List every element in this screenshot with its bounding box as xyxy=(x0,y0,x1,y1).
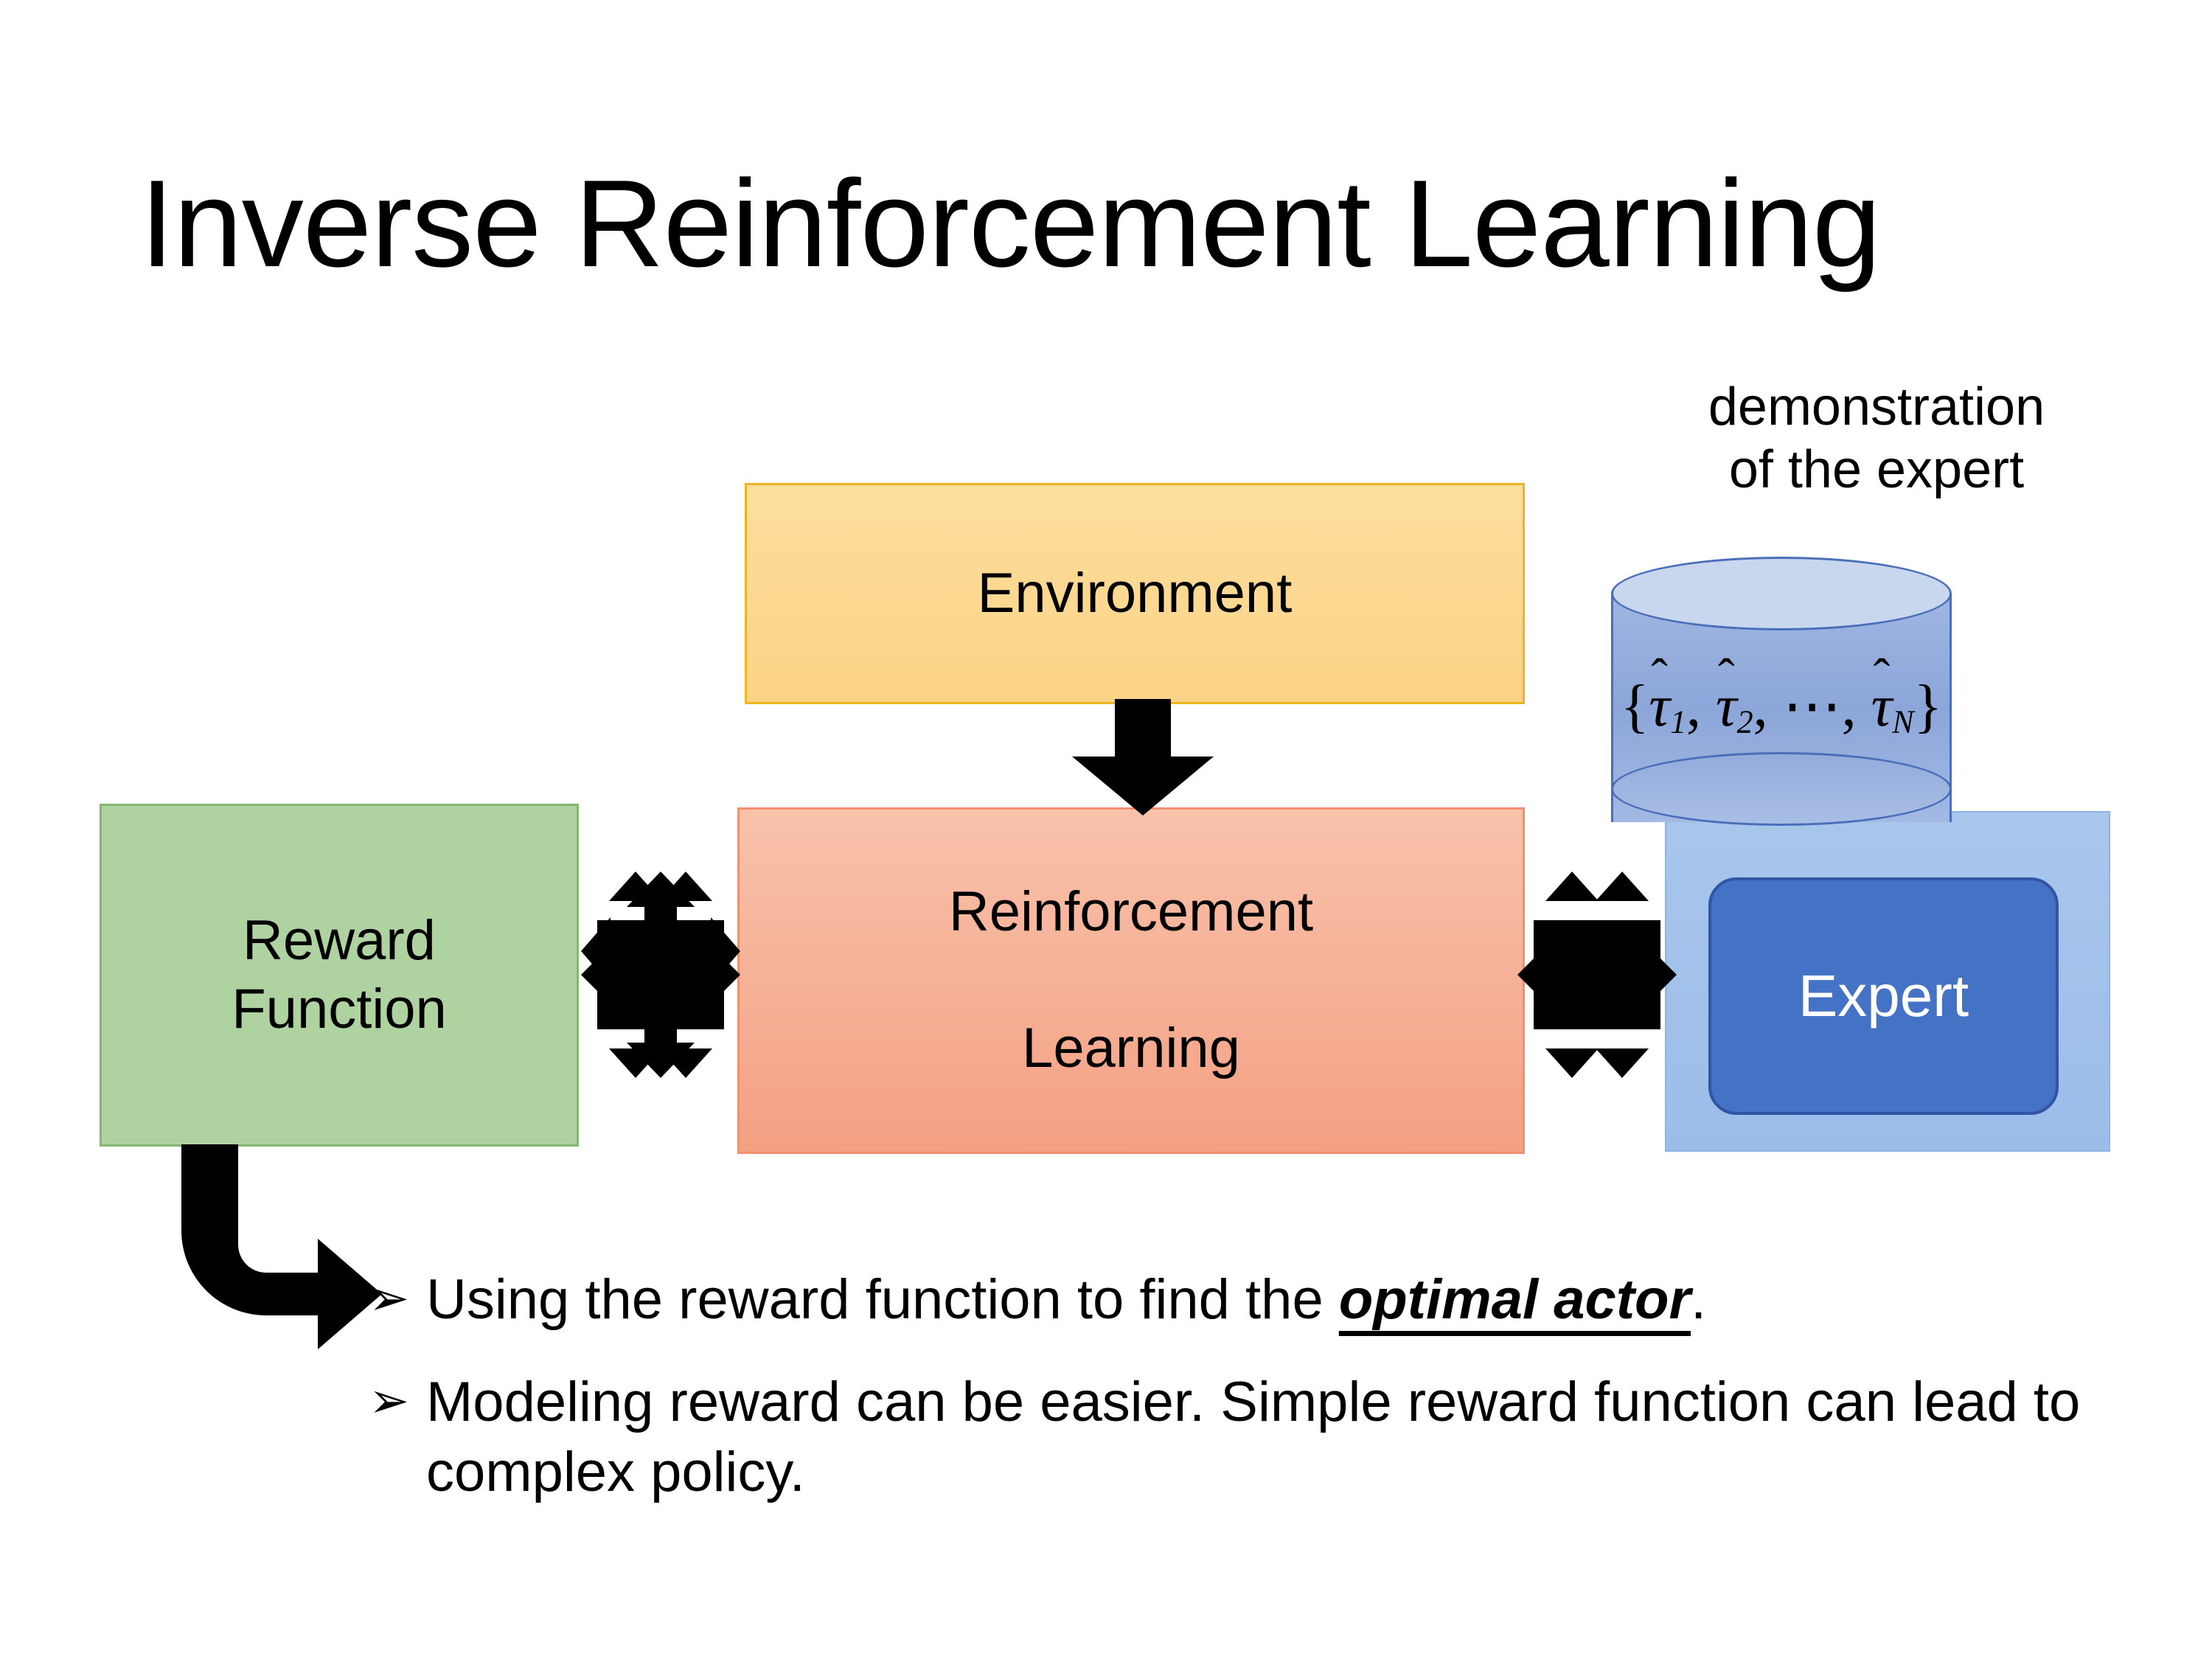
bullet-list: ➢ Using the reward function to find the … xyxy=(369,1265,2138,1540)
env-to-rl-down-arrow-icon xyxy=(1072,699,1214,815)
demonstration-caption-line1: demonstration xyxy=(1708,378,2045,437)
comma-1: , xyxy=(1686,674,1701,739)
reward-to-bullets-elbow-arrow-icon xyxy=(181,1144,382,1349)
bullet-item-1-suffix: . xyxy=(1691,1268,1707,1331)
tau-hat-n: ̂τ xyxy=(1871,673,1893,740)
expert-label: Expert xyxy=(1798,963,1969,1029)
reward-function-label-line1: Reward xyxy=(243,908,436,972)
reward-function-label-line2: Function xyxy=(232,977,447,1040)
expert-button[interactable]: Expert xyxy=(1708,877,2059,1115)
tau-hat-2: ̂τ xyxy=(1716,673,1737,740)
subscript-1: 1 xyxy=(1670,703,1686,740)
demonstration-cylinder: {̂τ1, ̂τ2, ⋯, ̂τN} xyxy=(1611,557,1952,852)
reward-rl-double-arrow-icon xyxy=(581,872,740,1078)
ellipsis-glyph: ⋯ xyxy=(1782,674,1842,739)
subscript-2: 2 xyxy=(1736,703,1753,740)
comma-2: , xyxy=(1753,674,1768,739)
tau-glyph-2: τ xyxy=(1716,674,1737,739)
bullet-item-1: ➢ Using the reward function to find the … xyxy=(369,1265,2138,1335)
bullet-arrow-icon: ➢ xyxy=(369,1373,410,1427)
close-brace-glyph: } xyxy=(1913,674,1943,739)
cylinder-top-ellipse xyxy=(1611,557,1952,630)
page-title: Inverse Reinforcement Learning xyxy=(139,154,1882,293)
reinforcement-learning-label-line2: Learning xyxy=(1022,1017,1240,1080)
rl-expert-double-arrow-icon xyxy=(1517,872,1677,1078)
tau-glyph-n: τ xyxy=(1871,674,1893,739)
bullet-item-1-emphasis: optimal actor xyxy=(1338,1268,1691,1331)
subscript-n: N xyxy=(1892,703,1914,740)
bullet-item-1-text: Using the reward function to find the op… xyxy=(426,1265,2138,1335)
demonstration-caption: demonstration of the expert xyxy=(1633,376,2120,501)
bullet-arrow-icon: ➢ xyxy=(369,1270,410,1325)
reward-function-label: Reward Function xyxy=(232,907,447,1043)
bullet-item-1-prefix: Using the reward function to find the xyxy=(426,1268,1339,1331)
tau-hat-1: ̂τ xyxy=(1649,673,1670,740)
reinforcement-learning-box: Reinforcement Learning xyxy=(737,807,1525,1154)
tau-glyph-1: τ xyxy=(1649,674,1670,739)
bullet-item-2-text: Modeling reward can be easier. Simple re… xyxy=(426,1371,2081,1503)
reinforcement-learning-label-line1: Reinforcement xyxy=(948,880,1314,943)
environment-label: Environment xyxy=(977,561,1293,625)
bullet-item-2: ➢ Modeling reward can be easier. Simple … xyxy=(369,1367,2138,1507)
reward-function-box: Reward Function xyxy=(100,804,579,1147)
environment-box: Environment xyxy=(745,483,1525,704)
cylinder-bottom-ellipse xyxy=(1611,752,1952,826)
comma-3: , xyxy=(1841,674,1857,739)
open-brace-glyph: { xyxy=(1620,674,1649,739)
reinforcement-learning-label: Reinforcement Learning xyxy=(949,878,1313,1083)
demonstration-caption-line2: of the expert xyxy=(1728,439,2025,499)
trajectory-set-formula: {̂τ1, ̂τ2, ⋯, ̂τN} xyxy=(1611,671,1952,741)
